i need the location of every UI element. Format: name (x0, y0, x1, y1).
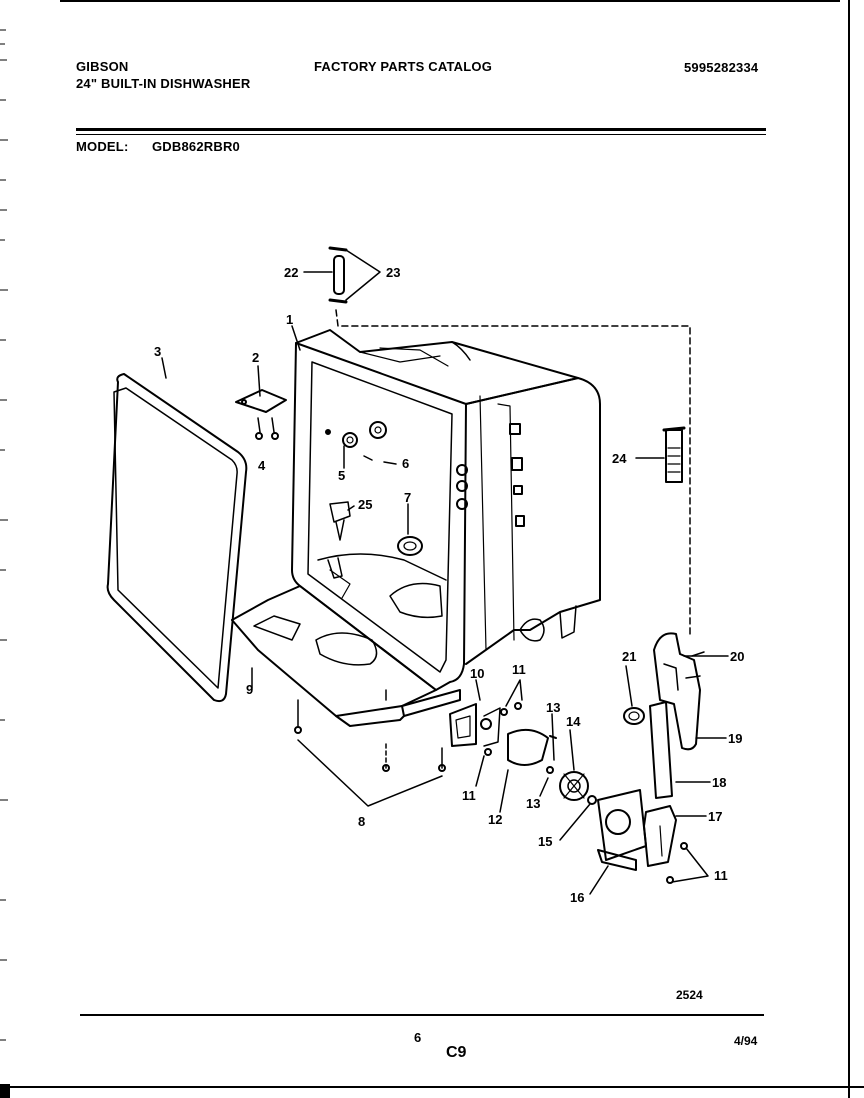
callout-7: 7 (404, 490, 411, 505)
callout-1: 1 (286, 312, 293, 327)
callout-13-a: 13 (546, 700, 560, 715)
drawing-number: 2524 (676, 988, 703, 1002)
scan-edge-marks (0, 29, 10, 1098)
callout-10: 10 (470, 666, 484, 681)
callout-18: 18 (712, 775, 726, 790)
callout-19: 19 (728, 731, 742, 746)
model-number: GDB862RBR0 (152, 139, 240, 154)
callout-14: 14 (566, 714, 581, 729)
callout-15: 15 (538, 834, 552, 849)
callout-11-b: 11 (462, 788, 476, 803)
tub-assembly (231, 329, 601, 727)
callout-22: 22 (284, 265, 298, 280)
callout-24: 24 (612, 451, 627, 466)
product-description: 24" BUILT-IN DISHWASHER (76, 76, 251, 91)
page-top-tick (60, 0, 840, 2)
callout-4: 4 (258, 458, 266, 473)
callout-25: 25 (358, 497, 372, 512)
fan-motor-assembly (449, 702, 647, 871)
footer-rule (80, 1014, 764, 1016)
screws-part-8 (294, 689, 446, 772)
callout-11-a: 11 (512, 662, 526, 677)
callout-2: 2 (252, 350, 259, 365)
page-number: 6 (414, 1030, 422, 1045)
callout-6: 6 (402, 456, 409, 471)
page-right-border (848, 0, 850, 1098)
leader-lines (161, 249, 729, 895)
callout-12: 12 (488, 812, 502, 827)
catalog-title: FACTORY PARTS CATALOG (314, 59, 493, 74)
callout-11-c: 11 (714, 868, 728, 883)
callout-3: 3 (154, 344, 161, 359)
brand-name: GIBSON (76, 59, 129, 74)
fill-funnel-part (662, 426, 686, 483)
callout-21: 21 (622, 649, 636, 664)
vent-duct (643, 701, 688, 884)
callout-16: 16 (570, 890, 584, 905)
hose-and-clamps (328, 246, 691, 637)
door-gasket (106, 373, 248, 703)
callout-8: 8 (358, 814, 365, 829)
callout-labels: 1 2 3 4 5 6 7 8 9 10 11 11 11 12 13 13 1… (154, 265, 744, 1002)
header-rule (76, 128, 766, 131)
callout-17: 17 (708, 809, 722, 824)
catalog-number: 5995282334 (684, 60, 759, 75)
model-label: MODEL: (76, 139, 129, 154)
callout-5: 5 (338, 468, 345, 483)
callout-23: 23 (386, 265, 400, 280)
callout-20: 20 (730, 649, 744, 664)
callout-9: 9 (246, 682, 253, 697)
section-code: C9 (446, 1044, 467, 1061)
page-bottom-border (10, 1086, 864, 1088)
callout-13-b: 13 (526, 796, 540, 811)
revision-date: 4/94 (734, 1034, 758, 1048)
header-rule-thin (76, 134, 766, 135)
hinge-bracket (235, 389, 287, 440)
